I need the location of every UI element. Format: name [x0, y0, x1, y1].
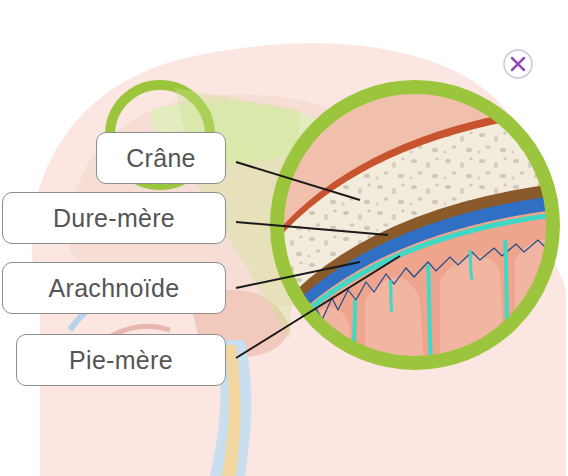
- leader-line: [236, 256, 400, 358]
- label-box: Dure-mère: [2, 192, 226, 244]
- label-box: Arachnoïde: [2, 262, 226, 314]
- zoom-circle: [277, 87, 553, 363]
- label-text: Dure-mère: [53, 204, 175, 233]
- leader-line: [236, 162, 360, 200]
- label-box: Crâne: [96, 132, 226, 184]
- label-text: Crâne: [126, 144, 196, 173]
- close-icon: [512, 58, 524, 70]
- leader-line: [236, 262, 360, 288]
- zoom-detail: [260, 80, 568, 380]
- close-icon: [512, 58, 524, 70]
- close-button: [504, 50, 532, 78]
- label-text: Arachnoïde: [49, 274, 180, 303]
- leader-line: [236, 222, 388, 235]
- label-text: Pie-mère: [69, 346, 173, 375]
- label-box: Pie-mère: [16, 334, 226, 386]
